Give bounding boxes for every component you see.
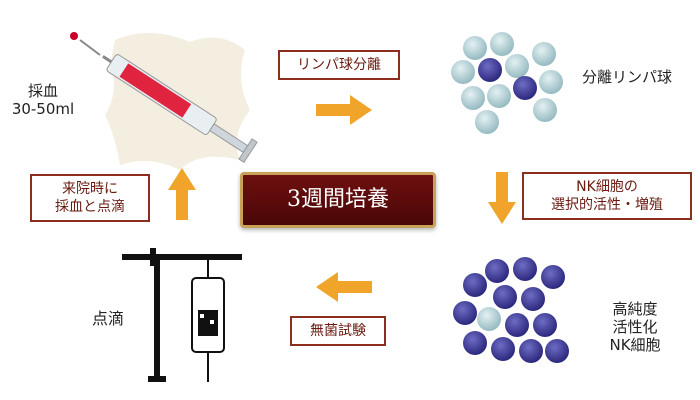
sterility-test-box: 無菌試験 [290,316,386,346]
nk-cell-cluster-icon [453,257,569,363]
nk-selective-activation-box: NK細胞の 選択的活性・増殖 [522,172,692,220]
lymphocyte-separation-label: リンパ球分離 [297,57,381,73]
lymphocyte-separation-box: リンパ球分離 [278,50,400,80]
arrow-down-icon [488,172,516,224]
activated-nk-line1: 高純度 [612,300,658,318]
arrow-left-icon [316,272,372,302]
activated-nk-line3: NK細胞 [609,336,661,354]
syringe-icon [70,32,258,170]
blood-draw-line1: 採血 [27,82,58,100]
arrow-right-icon [316,95,372,125]
center-title: 3週間培養 [240,172,436,228]
sterility-test-label: 無菌試験 [310,323,366,339]
infusion-label: 点滴 [91,309,124,328]
nk-step-line2: 選択的活性・増殖 [551,197,663,213]
activated-nk-line2: 活性化 [612,318,658,336]
visit-line1: 来院時に [62,181,118,197]
visit-line2: 採血と点滴 [55,199,125,215]
arrow-up-icon [168,168,196,220]
iv-drip-icon [122,248,242,382]
blood-draw-line2: 30-50ml [11,100,75,118]
visit-box: 来院時に 採血と点滴 [30,174,150,222]
nk-step-line1: NK細胞の [576,179,638,195]
blood-draw-label: 採血 30-50ml [8,82,78,118]
separated-lymphocytes-label: 分離リンパ球 [581,68,672,86]
activated-nk-label: 高純度 活性化 NK細胞 [580,300,690,354]
lymphocyte-cluster-icon [451,32,563,134]
